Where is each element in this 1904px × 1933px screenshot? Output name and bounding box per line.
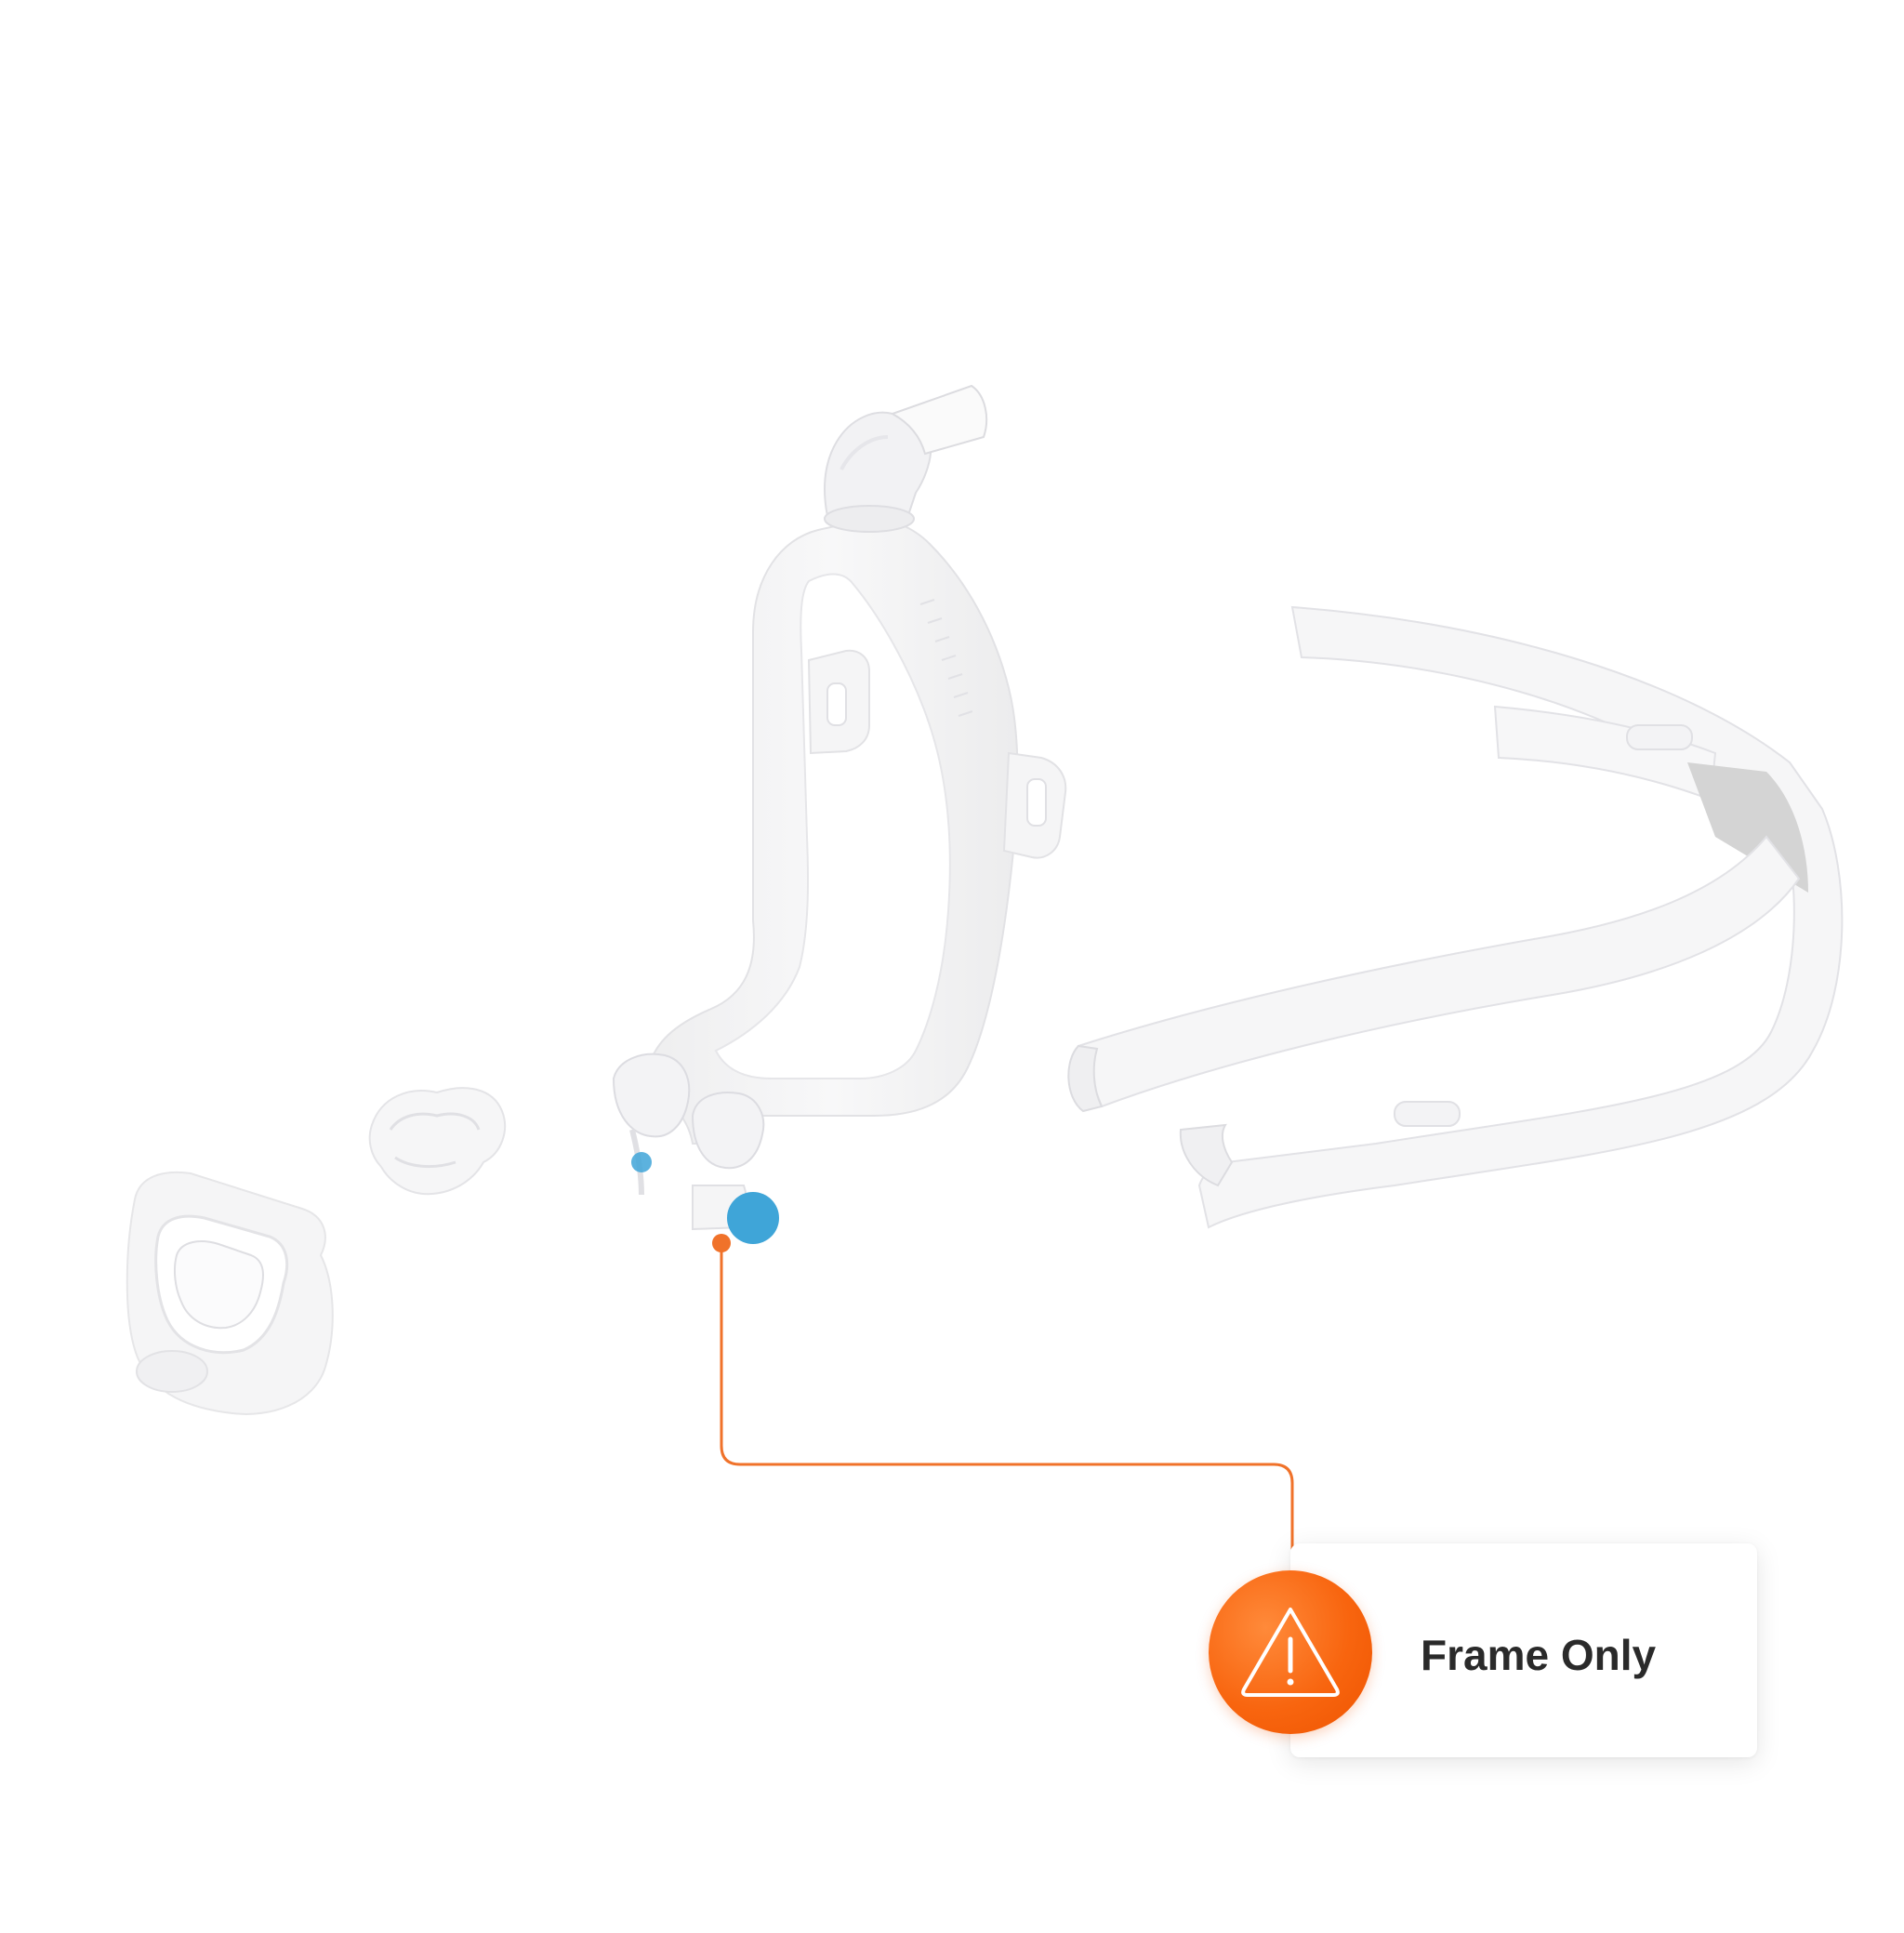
warning-triangle-icon (1241, 1608, 1340, 1697)
headgear-straps (1067, 605, 1844, 1229)
mask-frame (644, 514, 1067, 1145)
callout-label: Frame Only (1421, 1631, 1657, 1679)
nasal-cushion-insert (368, 1087, 507, 1196)
callout-connector-line (712, 1234, 1294, 1581)
frame-left-connector (612, 1053, 691, 1196)
mask-cushion (126, 1171, 334, 1415)
frame-elbow (824, 384, 988, 533)
frame-port-blue (727, 1192, 779, 1244)
warning-badge[interactable] (1209, 1570, 1372, 1734)
